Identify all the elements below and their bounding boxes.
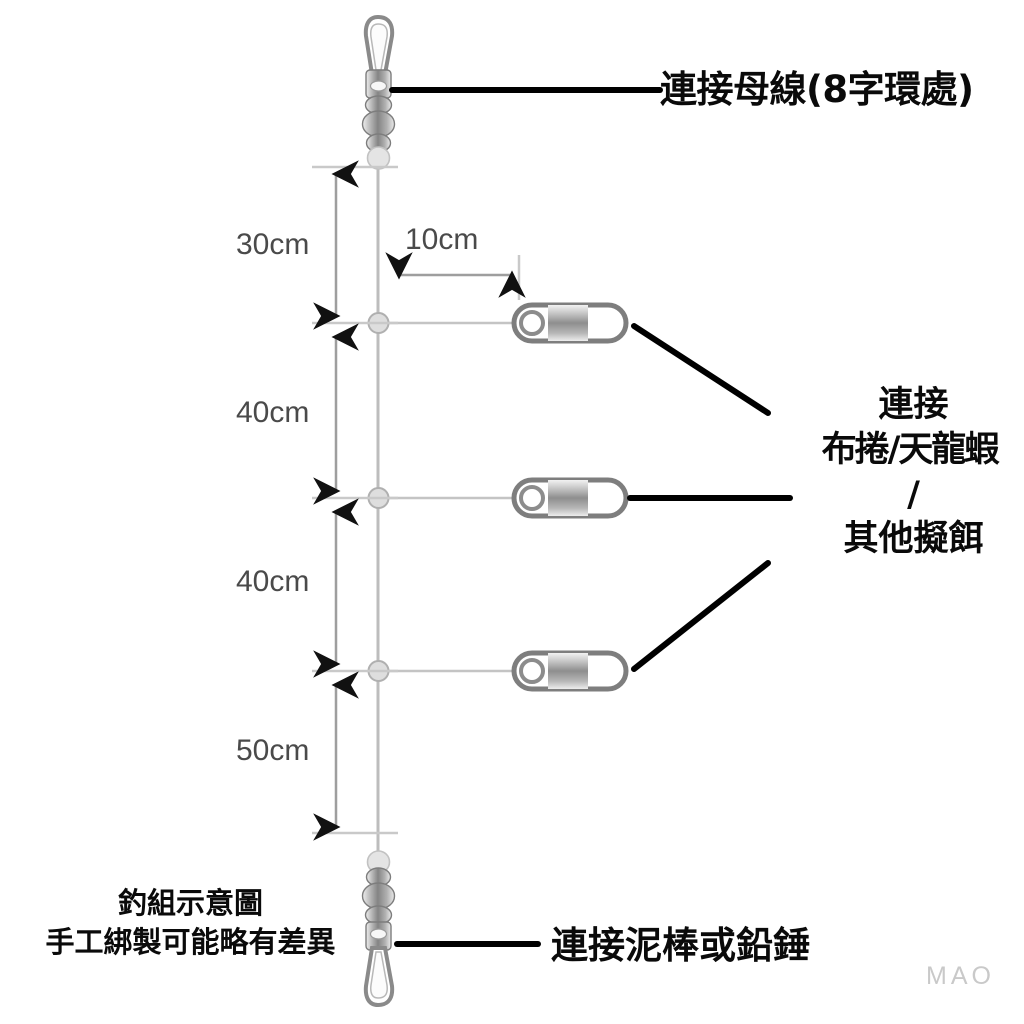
branch-1-snap-eye bbox=[519, 310, 545, 336]
diagram-note: 釣組示意圖 手工綁製可能略有差異 bbox=[13, 884, 368, 961]
label-lure-line-4: 其他擬餌 bbox=[843, 519, 984, 560]
branch-3-leader bbox=[631, 560, 771, 672]
branch-2-group bbox=[367, 477, 793, 519]
branch-3-snap-sleeve bbox=[548, 653, 588, 689]
branch-3-group bbox=[367, 560, 771, 692]
dimension-10cm: 10cm bbox=[385, 223, 526, 300]
branch-3-snap-eye bbox=[519, 658, 545, 684]
dim-30-label: 30cm bbox=[236, 228, 309, 261]
label-connect-lure: 連接 布捲/天龍蝦 / 其他擬餌 bbox=[806, 383, 1021, 562]
label-connect-sinker: 連接泥棒或鉛錘 bbox=[551, 924, 810, 967]
label-connect-main-line: 連接母線(8字環處) bbox=[660, 68, 974, 111]
label-lure-line-2: 布捲/天龍蝦 bbox=[821, 429, 1000, 470]
bottom-snap-hook-inner bbox=[370, 951, 388, 999]
note-line-1: 釣組示意圖 bbox=[117, 886, 263, 920]
note-line-2: 手工綁製可能略有差異 bbox=[45, 924, 336, 959]
branch-2-snap-eye bbox=[519, 485, 545, 511]
branch-1-group bbox=[367, 302, 771, 416]
label-lure-line-3: / bbox=[907, 474, 920, 515]
top-bead-large bbox=[361, 110, 396, 138]
top-bead-round bbox=[366, 146, 391, 170]
dim-50-label: 50cm bbox=[236, 734, 309, 767]
top-swivel-barrel-eye bbox=[369, 80, 388, 92]
dimension-30cm: 30cm bbox=[236, 160, 398, 330]
dim-40a-label: 40cm bbox=[236, 396, 309, 429]
dim-10-label: 10cm bbox=[405, 223, 478, 256]
dim-40b-label: 40cm bbox=[236, 565, 309, 598]
dimension-50cm: 50cm bbox=[236, 671, 398, 841]
branch-1-leader bbox=[631, 323, 771, 416]
branch-2-snap-sleeve bbox=[548, 480, 588, 516]
dimension-40cm-b: 40cm bbox=[236, 498, 398, 678]
watermark: MAO bbox=[926, 962, 995, 990]
bottom-swivel-assembly bbox=[361, 850, 396, 1008]
bottom-swivel-barrel-eye bbox=[369, 928, 388, 940]
label-lure-line-1: 連接 bbox=[878, 385, 949, 425]
dimension-40cm-a: 40cm bbox=[236, 323, 398, 505]
branch-1-snap-sleeve bbox=[548, 305, 588, 341]
top-swivel-assembly bbox=[361, 14, 396, 170]
